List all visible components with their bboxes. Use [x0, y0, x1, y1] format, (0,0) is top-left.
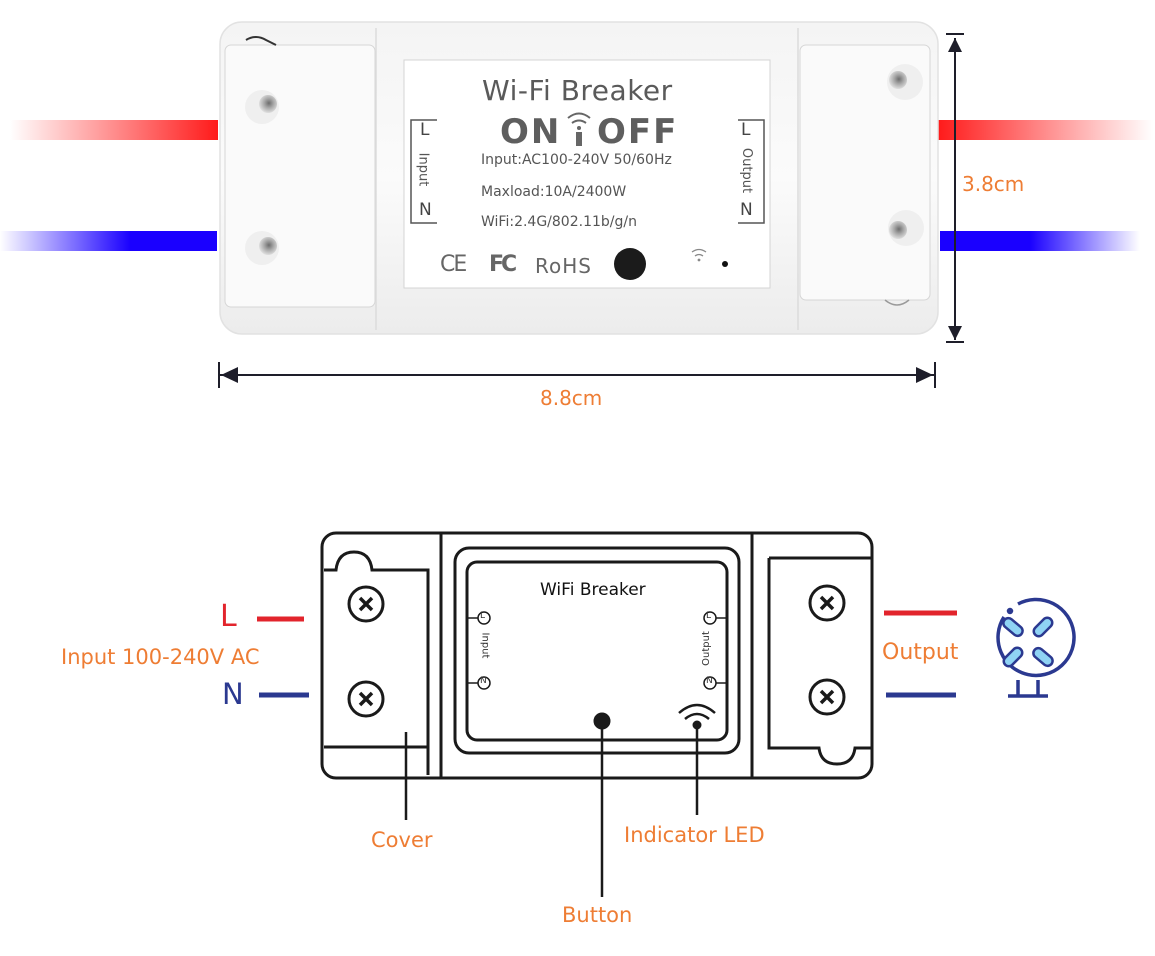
indicator-led-callout: Indicator LED — [624, 823, 765, 847]
live-label: L — [220, 599, 237, 634]
wiring-schematic — [320, 531, 874, 897]
screw-hole-icon — [245, 90, 279, 124]
output-terminal-n: N — [740, 200, 753, 220]
output-label: Output — [882, 640, 959, 665]
terminal-n-in: N — [480, 676, 487, 686]
label-title: Wi-Fi Breaker — [482, 74, 673, 107]
breaker-device-photo — [219, 21, 939, 335]
screw-icon — [347, 585, 385, 623]
input-terminal-l: L — [420, 120, 430, 140]
screw-icon — [808, 584, 846, 622]
spec-maxload: Maxload:10A/2400W — [481, 184, 627, 200]
led-indicator — [722, 261, 728, 267]
schematic-wifi-icon — [678, 703, 716, 720]
height-dimension — [946, 33, 964, 343]
pairing-button — [614, 248, 646, 280]
spec-wifi: WiFi:2.4G/802.11b/g/n — [481, 214, 637, 230]
screw-icon — [808, 678, 846, 716]
width-dimension — [218, 362, 936, 388]
live-wire-right — [938, 120, 1153, 140]
screw-hole-icon — [888, 210, 924, 246]
live-wire-left — [10, 120, 218, 140]
schematic-output-label: Output — [700, 631, 712, 666]
terminal-l-out: L — [706, 611, 712, 621]
off-text: OFF — [597, 112, 679, 152]
input-voltage-label: Input 100-240V AC — [61, 645, 260, 669]
on-text: ON — [500, 112, 562, 152]
fan-icon — [996, 597, 1076, 698]
spec-input: Input:AC100-240V 50/60Hz — [481, 152, 672, 168]
screw-icon — [347, 680, 385, 718]
fcc-mark: FC — [489, 252, 517, 277]
input-terminal-n: N — [419, 200, 432, 220]
wifi-small-icon — [691, 248, 707, 262]
neutral-label: N — [222, 677, 244, 711]
button-callout: Button — [562, 903, 633, 927]
neutral-wire-right — [940, 231, 1140, 251]
screw-hole-icon — [245, 231, 279, 265]
terminal-l-in: L — [480, 611, 486, 621]
rohs-mark: RoHS — [535, 254, 592, 278]
output-side-label: Output — [739, 147, 755, 194]
input-side-label: Input — [415, 152, 431, 187]
output-terminal-l: L — [741, 120, 751, 140]
height-dimension-label: 3.8cm — [962, 172, 1025, 196]
cover-callout: Cover — [371, 828, 433, 852]
terminal-n-out: N — [706, 676, 713, 686]
schematic-title: WiFi Breaker — [540, 580, 646, 600]
schematic-button-icon — [593, 712, 611, 730]
screw-hole-icon — [887, 64, 923, 100]
neutral-wire-left — [0, 231, 217, 251]
schematic-input-label: Input — [479, 632, 491, 659]
wifi-icon — [567, 112, 591, 146]
ce-mark: CE — [440, 252, 467, 277]
width-dimension-label: 8.8cm — [540, 386, 603, 410]
